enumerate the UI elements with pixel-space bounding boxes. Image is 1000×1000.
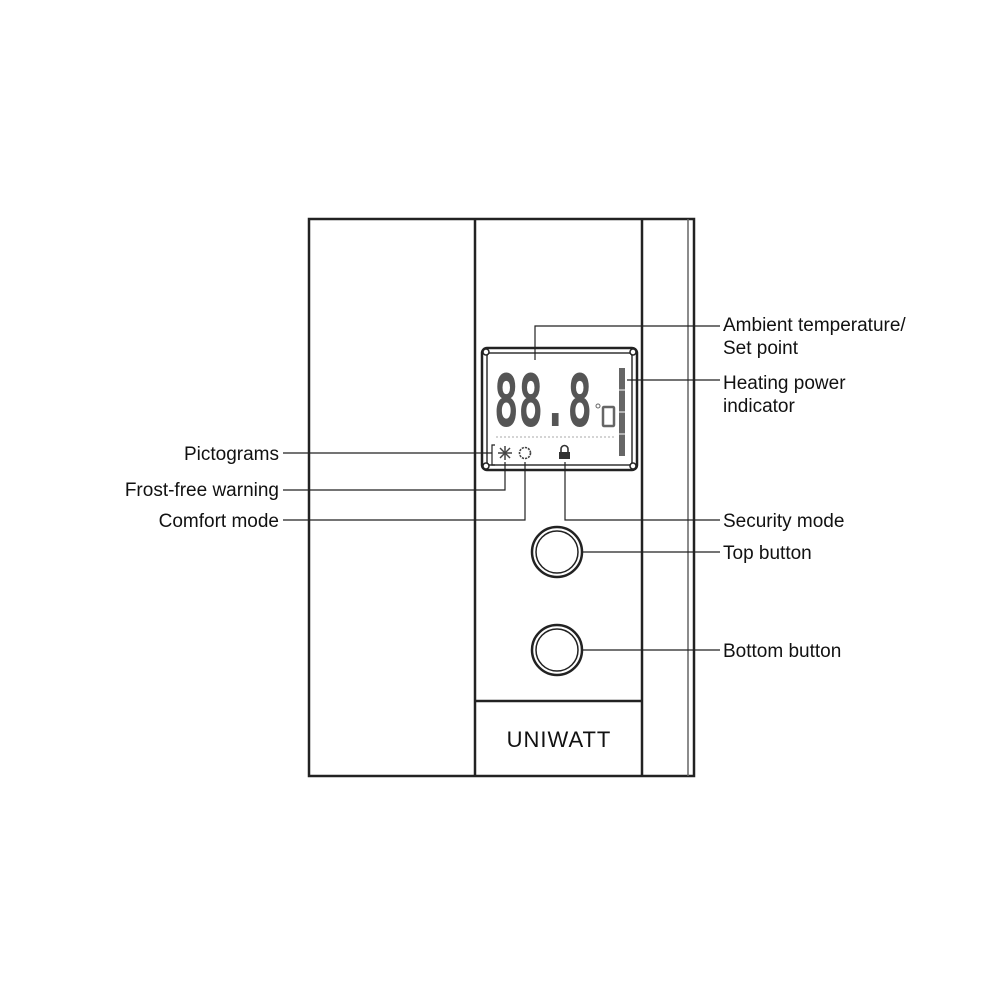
label-comfort-mode: Comfort mode [159, 511, 279, 532]
lock-icon [559, 444, 570, 459]
top-button[interactable] [530, 525, 584, 579]
brand-logo: UNIWATT [507, 727, 612, 752]
label-frost-free: Frost-free warning [125, 480, 279, 501]
heating-power-bar [619, 368, 625, 456]
degree-icon [595, 403, 601, 409]
label-indicator: indicator [723, 396, 795, 417]
snowflake-icon [498, 446, 512, 460]
leader-lines [283, 325, 720, 651]
label-bottom-button: Bottom button [723, 641, 841, 662]
bottom-button[interactable] [530, 623, 584, 677]
temperature-digits: 88.8 [494, 359, 592, 443]
lcd-display: 88.8 [480, 346, 639, 472]
label-top-button: Top button [723, 543, 812, 564]
label-ambient-temperature: Ambient temperature/ [723, 315, 906, 336]
sun-icon [518, 446, 532, 460]
label-security-mode: Security mode [723, 511, 844, 532]
unit-segment [601, 405, 616, 428]
label-set-point: Set point [723, 338, 799, 359]
thermostat-housing [307, 217, 696, 778]
label-pictograms: Pictograms [184, 444, 279, 465]
label-heating-power: Heating power [723, 373, 846, 394]
